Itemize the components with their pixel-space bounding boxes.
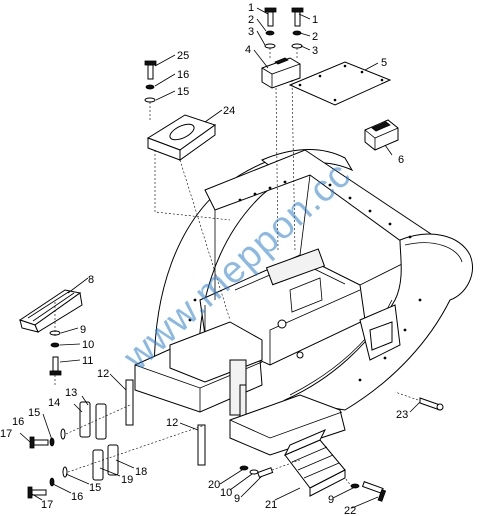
part-4-bracket <box>261 57 301 89</box>
callout-8: 8 <box>88 274 94 286</box>
callout-10: 10 <box>220 487 232 499</box>
callout-18: 18 <box>135 466 147 478</box>
bolts-nuts-washers <box>27 7 387 502</box>
callout-16: 16 <box>71 491 83 503</box>
callout-14: 14 <box>48 397 60 409</box>
callout-24: 24 <box>223 105 235 117</box>
callout-12: 12 <box>97 368 109 380</box>
callout-9: 9 <box>328 494 334 506</box>
callout-15: 15 <box>177 86 189 98</box>
callout-3: 3 <box>312 45 318 57</box>
fender-frame-assembly <box>153 149 473 411</box>
callout-10: 10 <box>82 339 94 351</box>
callout-15: 15 <box>28 407 40 419</box>
callout-1: 1 <box>248 2 254 14</box>
part-12-spacer-bars <box>125 379 206 466</box>
callout-3: 3 <box>248 26 254 38</box>
assembly-guide-lines <box>54 48 419 488</box>
part-23-pin <box>419 397 444 411</box>
callout-9: 9 <box>80 324 86 336</box>
callout-23: 23 <box>396 409 408 421</box>
callout-6: 6 <box>398 154 404 166</box>
callout-17: 17 <box>0 428 12 440</box>
callout-9: 9 <box>234 493 240 505</box>
callout-17: 17 <box>41 499 53 511</box>
rear-step-bracket <box>229 394 346 456</box>
part-21-step <box>283 429 346 497</box>
callout-16: 16 <box>12 416 24 428</box>
callout-16: 16 <box>177 69 189 81</box>
callout-20: 20 <box>208 479 220 491</box>
part-5-cover-plate <box>288 61 392 106</box>
part-24-seat-support <box>146 114 217 161</box>
part-6-pad <box>364 119 399 151</box>
callout-21: 21 <box>265 499 277 511</box>
callout-2: 2 <box>248 14 254 26</box>
callout-labels: 1 2 3 1 2 3 4 5 6 25 16 15 24 8 9 10 11 … <box>0 2 408 516</box>
front-step-bracket <box>134 321 263 421</box>
callout-25: 25 <box>177 50 189 62</box>
callout-13: 13 <box>65 387 77 399</box>
part-8-side-step <box>18 289 83 333</box>
callout-19: 19 <box>121 474 133 486</box>
leader-lines <box>19 7 421 509</box>
callout-11: 11 <box>82 355 93 367</box>
callout-4: 4 <box>245 44 251 56</box>
callout-22: 22 <box>344 505 356 516</box>
callout-5: 5 <box>381 57 387 69</box>
callout-12: 12 <box>166 417 178 429</box>
callout-1: 1 <box>312 14 318 26</box>
mount-brackets <box>79 401 119 481</box>
callout-15: 15 <box>89 482 101 494</box>
callout-2: 2 <box>312 31 318 43</box>
